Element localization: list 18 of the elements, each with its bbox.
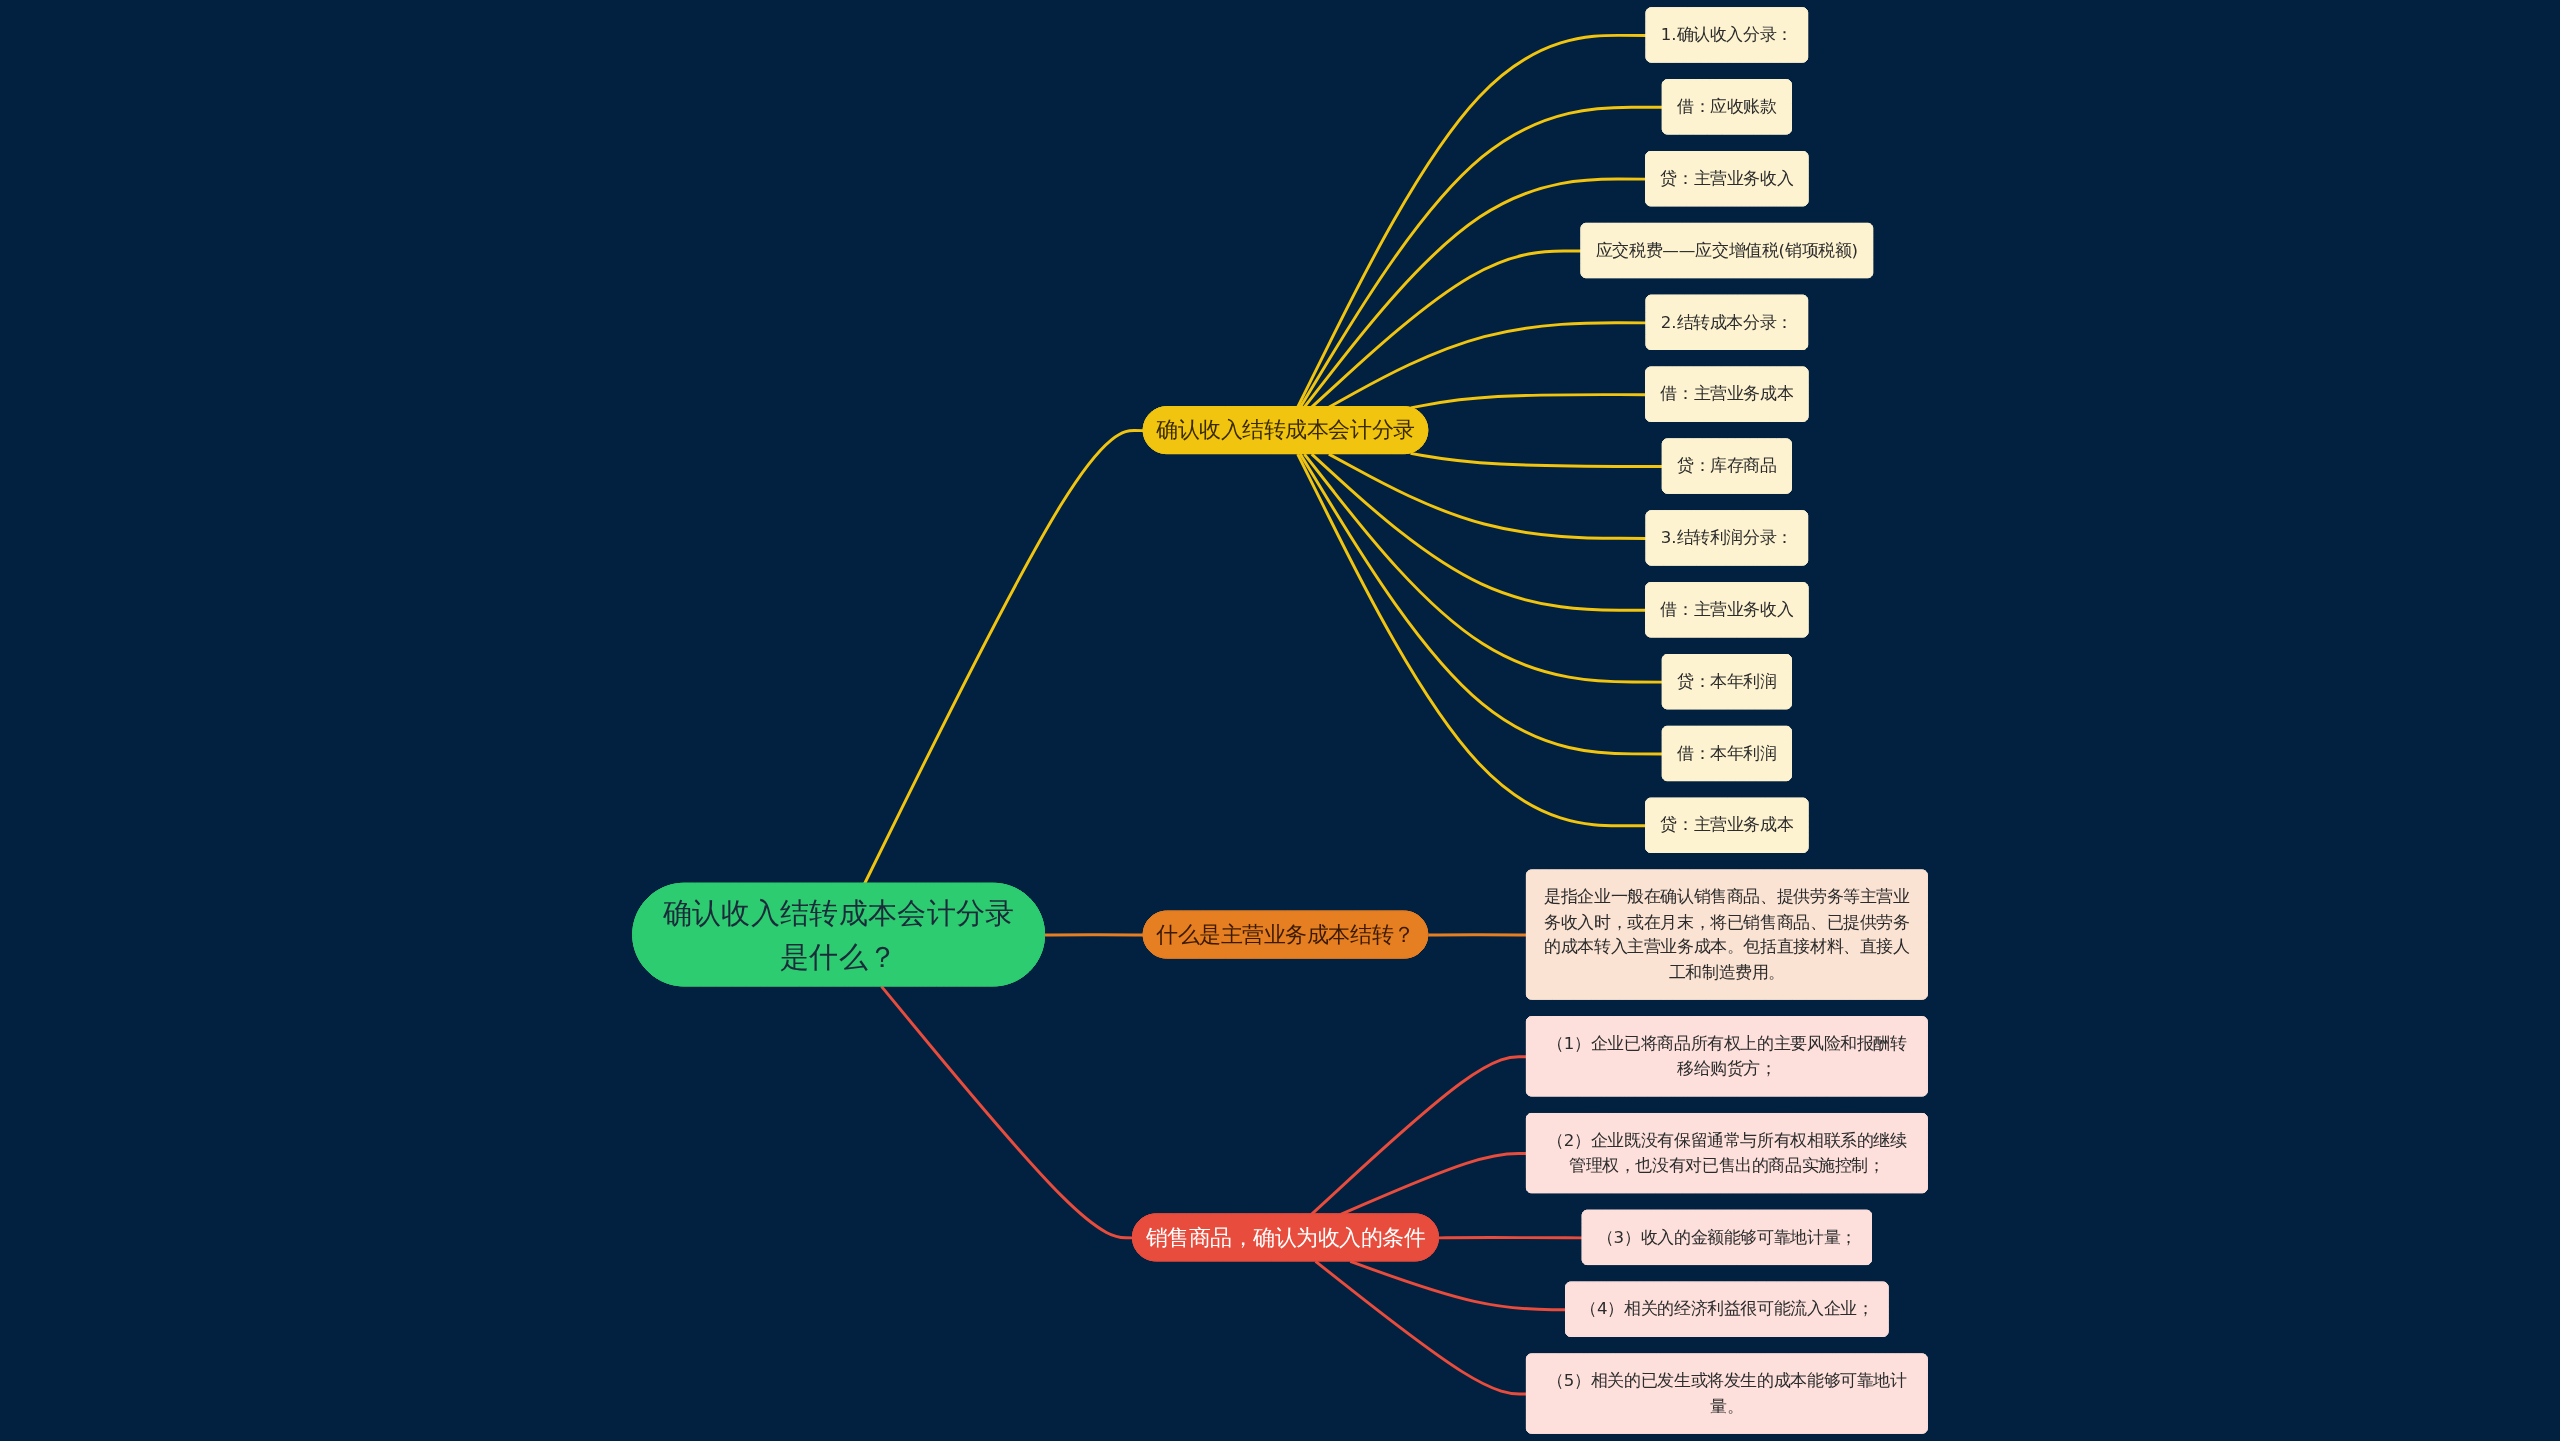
connector (1428, 933, 1527, 937)
connector (1438, 1236, 1583, 1240)
connector (1044, 933, 1144, 937)
connector (1349, 1260, 1567, 1312)
connector (863, 429, 1144, 885)
connector (1314, 1260, 1527, 1396)
connector (880, 985, 1133, 1240)
connector (1299, 105, 1663, 408)
connector (1410, 451, 1663, 469)
connector (1328, 452, 1647, 540)
connector (1328, 321, 1647, 409)
connector (1303, 453, 1663, 684)
connector (1410, 393, 1647, 410)
connector (1303, 177, 1647, 409)
connector (1296, 453, 1647, 828)
connector (1299, 453, 1663, 756)
connector (1310, 453, 1647, 612)
connector (1296, 33, 1647, 408)
